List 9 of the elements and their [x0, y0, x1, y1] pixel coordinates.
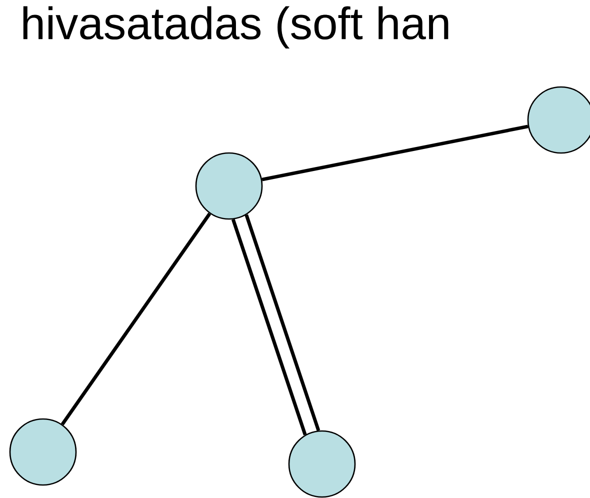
- circle-node: [527, 86, 590, 154]
- connector-line: [60, 212, 212, 426]
- circle-node: [195, 152, 263, 220]
- connector-line: [244, 214, 320, 432]
- connector-line: [262, 124, 528, 182]
- circle-node: [288, 430, 356, 498]
- connector-line: [231, 218, 307, 436]
- title: hivasatadas (soft han: [23, 6, 448, 48]
- circle-node: [9, 418, 77, 486]
